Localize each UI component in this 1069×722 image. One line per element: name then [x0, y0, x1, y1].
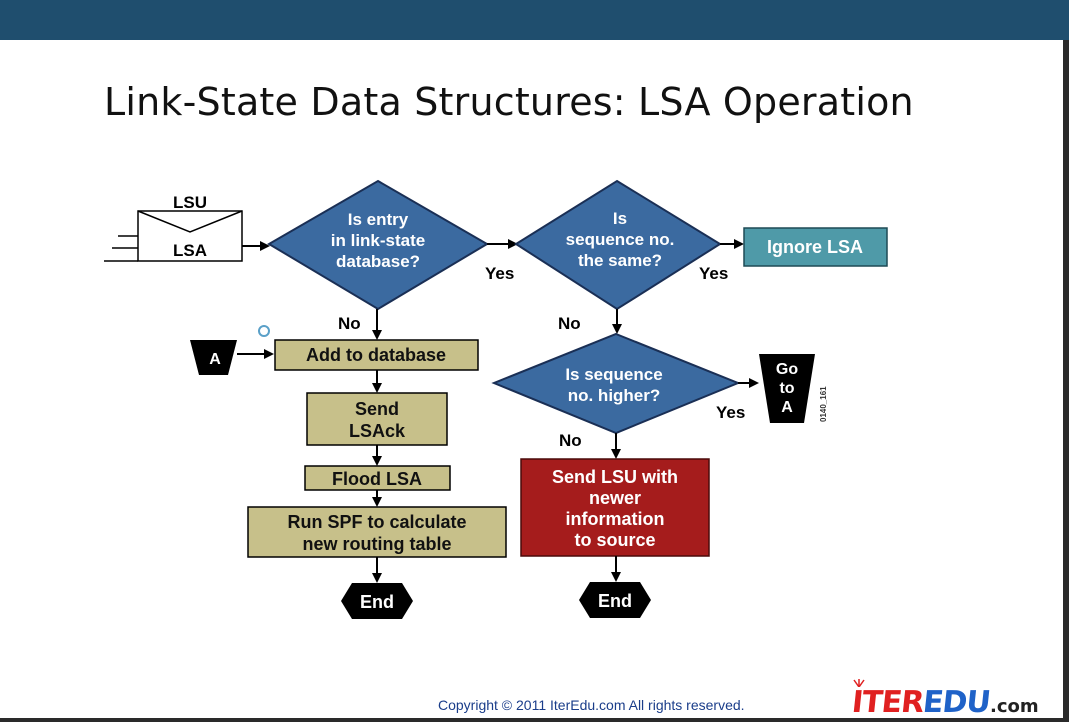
- spark-icon: [853, 679, 865, 687]
- svg-text:Send LSU with: Send LSU with: [552, 467, 678, 487]
- ignore-lsa-box: Ignore LSA: [743, 227, 888, 267]
- decision-1-yes: Yes: [485, 264, 514, 283]
- svg-text:A: A: [781, 399, 793, 416]
- svg-text:the same?: the same?: [578, 251, 662, 270]
- window-edge-bottom: [0, 718, 1069, 722]
- svg-text:Is sequence: Is sequence: [565, 365, 662, 384]
- decision-entry-in-database: Is entry in link-state database?: [267, 179, 489, 311]
- svg-text:sequence no.: sequence no.: [566, 230, 675, 249]
- decision-3-no: No: [559, 431, 582, 450]
- svg-text:Add to database: Add to database: [306, 345, 446, 365]
- decision-2-yes: Yes: [699, 264, 728, 283]
- svg-text:Go: Go: [776, 361, 798, 378]
- svg-text:Is: Is: [613, 209, 627, 228]
- svg-text:End: End: [360, 592, 394, 612]
- decision-sequence-higher: Is sequence no. higher?: [491, 332, 741, 435]
- svg-text:to source: to source: [574, 530, 655, 550]
- slide-title: Link-State Data Structures: LSA Operatio…: [104, 80, 914, 124]
- iteredu-logo: ITEREDU.com: [850, 679, 1039, 720]
- window-edge: [1063, 40, 1069, 722]
- copyright-text: Copyright © 2011 IterEdu.com All rights …: [438, 697, 745, 713]
- decision-2-no: No: [558, 314, 581, 333]
- send-lsu-box: Send LSU with newer information to sourc…: [520, 458, 710, 557]
- svg-text:LSAck: LSAck: [349, 421, 406, 441]
- decision-3-yes: Yes: [716, 403, 745, 422]
- goto-a-connector: Go to A: [759, 354, 815, 423]
- svg-text:Ignore LSA: Ignore LSA: [767, 237, 863, 257]
- svg-text:Send: Send: [355, 399, 399, 419]
- svg-text:Run SPF to calculate: Run SPF to calculate: [287, 512, 466, 532]
- svg-text:to: to: [779, 380, 794, 397]
- add-to-database-box: Add to database: [274, 339, 479, 371]
- svg-text:A: A: [209, 351, 221, 368]
- svg-text:Is entry: Is entry: [348, 210, 409, 229]
- run-spf-box: Run SPF to calculate new routing table: [247, 506, 507, 558]
- svg-text:database?: database?: [336, 252, 420, 271]
- send-lsack-box: Send LSAck: [306, 392, 448, 446]
- decision-1-no: No: [338, 314, 361, 333]
- envelope-top-label: LSU: [173, 193, 207, 212]
- figure-code: 0140_161: [819, 386, 828, 422]
- svg-text:End: End: [598, 591, 632, 611]
- lsu-envelope: LSU LSA: [104, 193, 243, 262]
- flood-lsa-box: Flood LSA: [304, 465, 451, 491]
- connector-a: A: [190, 340, 237, 375]
- svg-text:Flood LSA: Flood LSA: [332, 469, 422, 489]
- svg-text:information: information: [566, 509, 665, 529]
- end-terminal-left: End: [341, 583, 413, 619]
- svg-text:no. higher?: no. higher?: [568, 386, 661, 405]
- top-banner: [0, 0, 1069, 40]
- envelope-bottom-label: LSA: [173, 241, 207, 260]
- cursor-ring-icon: [258, 325, 270, 337]
- end-terminal-right: End: [579, 582, 651, 618]
- svg-text:in link-state: in link-state: [331, 231, 425, 250]
- decision-sequence-same: Is sequence no. the same?: [514, 179, 722, 311]
- svg-text:newer: newer: [589, 488, 641, 508]
- svg-text:new routing table: new routing table: [302, 534, 451, 554]
